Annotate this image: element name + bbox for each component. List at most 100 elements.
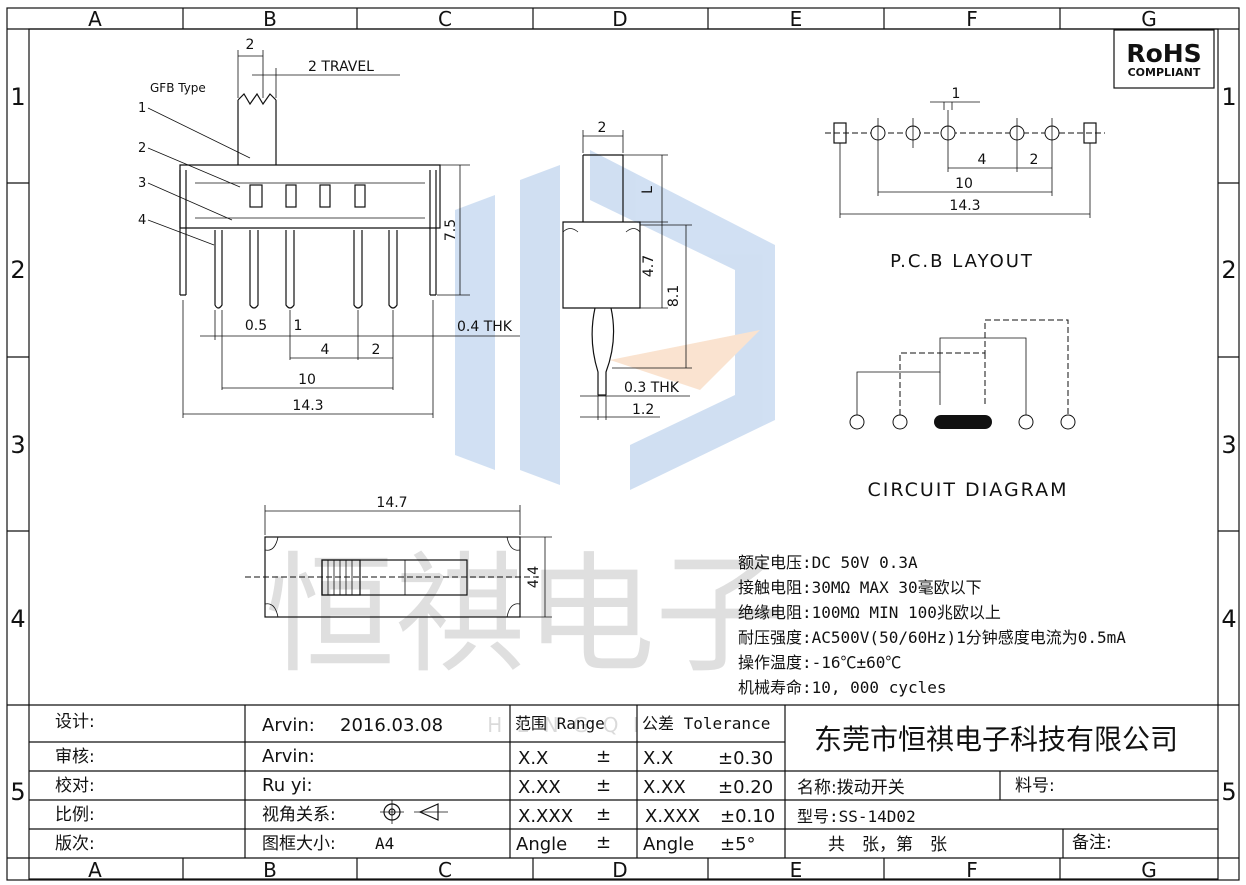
dim-label: 1 [294,318,303,334]
spec-item: 额定电压:DC 50V 0.3A [738,553,918,572]
row-label: 4 [1221,605,1236,633]
range-value: X.X [518,748,548,769]
designer-name: Arvin: [262,715,315,736]
dim-label: 10 [298,372,316,388]
tol-amount: ±0.10 [720,806,775,827]
col-label: C [438,858,452,882]
row-label: 1 [1221,83,1236,111]
tol-amount: ±5° [720,834,756,855]
row-label: 3 [1221,431,1236,459]
dim-label: 4.7 [641,255,657,277]
spec-item: 机械寿命:10, 000 cycles [738,678,947,697]
rohs-badge: RoHS COMPLIANT [1113,29,1215,89]
tol-value: X.XX [643,777,686,798]
col-label: E [790,858,803,882]
tol-value: X.XXX [645,806,700,827]
col-label: B [263,858,277,882]
pm-sign: ± [596,832,611,853]
dim-label: L [640,186,656,194]
dim-label: 4 [321,342,330,358]
col-label: A [88,858,102,882]
company-name: 东莞市恒祺电子科技有限公司 [814,723,1178,756]
grid-labels: A B C D E F G A B C D E F G 1 2 3 4 5 1 … [10,7,1236,882]
sheet-count: 共 张，第 张 [828,835,947,855]
front-view: 2 L 4.7 8.1 0.3 THK 1.2 [562,120,692,420]
dim-label: 2 [1030,152,1039,168]
tb-label: 审核: [55,747,95,767]
col-label: D [612,858,627,882]
col-label: A [88,7,102,31]
pcb-layout: 1 4 2 10 14.3 P.C.B LAYOUT [825,86,1105,272]
range-value: X.XX [518,777,561,798]
col-label: F [966,858,978,882]
dim-label: 0.5 [245,318,267,334]
watermark-logo [455,150,775,490]
circuit-diagram: CIRCUIT DIAGRAM [849,319,1076,501]
part-name: 名称:拨动开关 [797,778,905,798]
dim-label: 8.1 [666,285,682,307]
row-label: 1 [10,83,25,111]
tol-amount: ±0.30 [718,748,773,769]
callout-2: 2 [138,141,146,156]
frame-value: A4 [375,834,394,853]
rohs-subtitle: COMPLIANT [1128,66,1201,79]
col-label: E [790,7,803,31]
dim-label: 2 TRAVEL [308,59,374,75]
dim-label: 7.5 [443,219,459,241]
tb-label: 校对: [55,776,95,796]
dim-label: 14.3 [949,198,980,214]
row-label: 4 [10,605,25,633]
tb-label: 比例: [55,805,95,825]
dim-label: 2 [372,342,381,358]
type-label: GFB Type [150,81,206,95]
spec-item: 接触电阻:30MΩ MAX 30毫欧以下 [738,578,982,597]
dim-label: 14.3 [292,398,323,414]
range-value: X.XXX [518,806,573,827]
col-label: C [438,7,452,31]
frame-label: 图框大小: [262,834,336,854]
tb-label: 版次: [55,834,95,854]
dim-label: 14.7 [376,495,407,511]
dim-label: 0.4 THK [457,319,513,335]
top-view: 14.7 4.4 [245,495,552,618]
tb-label: 设计: [55,712,95,732]
dim-label: 4.4 [526,566,542,588]
tolerance-header: 公差 Tolerance [642,714,770,733]
design-date: 2016.03.08 [340,715,443,736]
part-number-label: 料号: [1015,776,1055,796]
pcb-title: P.C.B LAYOUT [890,251,1034,272]
dim-label: 2 [598,120,607,136]
spec-item: 操作温度:-16℃±60℃ [738,653,901,672]
spec-list: 额定电压:DC 50V 0.3A 接触电阻:30MΩ MAX 30毫欧以下 绝缘… [738,553,1126,697]
tol-amount: ±0.20 [718,777,773,798]
col-label: D [612,7,627,31]
pm-sign: ± [596,775,611,796]
dim-label: 0.3 THK [624,380,680,396]
watermark-subtext: H E N G Q I [487,713,643,737]
row-label: 3 [10,431,25,459]
pm-sign: ± [596,804,611,825]
side-view: GFB Type 2 2 TRAVEL 1 2 3 4 [138,37,520,418]
col-label: B [263,7,277,31]
rohs-title: RoHS [1126,39,1201,68]
col-label: G [1141,858,1157,882]
callout-1: 1 [138,101,146,116]
dim-label: 4 [978,152,987,168]
row-label: 5 [10,778,25,806]
drawing-frame [6,7,1240,881]
callout-3: 3 [138,176,146,191]
row-label: 5 [1221,778,1236,806]
dim-label: 2 [246,37,255,53]
remarks-label: 备注: [1072,833,1112,853]
spec-item: 耐压强度:AC500V(50/60Hz)1分钟感度电流为0.5mA [738,628,1126,647]
row-label: 2 [10,256,25,284]
callout-4: 4 [138,213,146,228]
reviewer-name: Arvin: [262,746,315,767]
tol-value: Angle [643,834,694,855]
circuit-title: CIRCUIT DIAGRAM [868,479,1069,501]
col-label: F [966,7,978,31]
col-label: G [1141,7,1157,31]
pm-sign: ± [596,746,611,767]
range-header: 范围 Range [515,714,605,733]
